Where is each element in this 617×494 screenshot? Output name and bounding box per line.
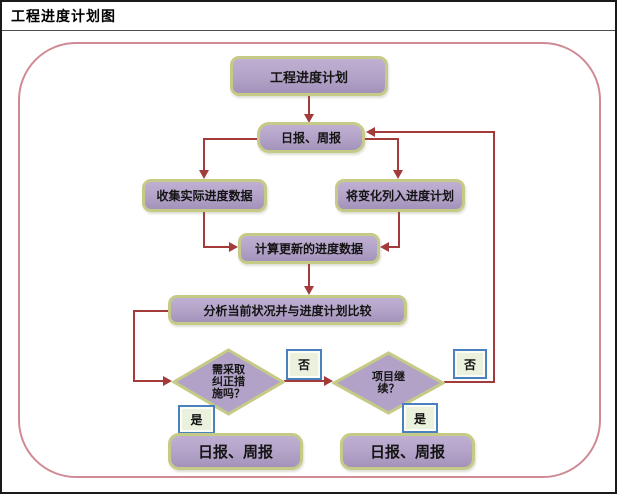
label-no-2: 否 xyxy=(453,349,487,379)
connector-decision2-feedback xyxy=(493,131,495,383)
diamond-shape xyxy=(332,351,445,415)
connector-decision1-to-decision2 xyxy=(284,380,326,382)
decision-continue-text: 项目继 续？ xyxy=(372,370,405,395)
connector-analyze-to-decision1 xyxy=(133,380,165,382)
connector-report-to-change xyxy=(397,138,399,170)
connector-calc-to-analyze xyxy=(308,264,310,287)
connector-change-to-calc xyxy=(389,246,400,248)
arrowhead-left xyxy=(366,127,375,137)
flowchart-canvas: 工程进度计划 日报、周报 收集实际进度数据 将变化列入进度计划 计算更新的进度数… xyxy=(2,31,615,492)
connector-decision2-feedback xyxy=(444,381,495,383)
decision-corrective-text: 需采取 纠正措 施吗？ xyxy=(212,363,245,401)
node-report-top: 日报、周报 xyxy=(257,122,365,153)
label-yes-1: 是 xyxy=(178,405,215,434)
connector-report-to-change xyxy=(365,138,399,140)
arrowhead-down xyxy=(304,286,314,295)
arrowhead-down xyxy=(393,170,403,179)
connector-analyze-to-decision1 xyxy=(133,310,168,312)
connector-change-to-calc xyxy=(398,212,400,248)
node-plan: 工程进度计划 xyxy=(230,56,388,96)
connector-analyze-to-decision1 xyxy=(133,310,135,381)
connector-report-to-collect xyxy=(203,138,259,140)
label-yes-2: 是 xyxy=(402,403,438,433)
connector-plan-to-report xyxy=(308,96,310,115)
label-no-1: 否 xyxy=(286,349,322,380)
node-calc: 计算更新的进度数据 xyxy=(238,233,380,264)
page-title: 工程进度计划图 xyxy=(11,8,116,24)
decision-corrective-action: 需采取 纠正措 施吗？ xyxy=(172,348,285,416)
node-report-left: 日报、周报 xyxy=(168,433,303,470)
arrowhead-down xyxy=(199,170,209,179)
connector-collect-to-calc xyxy=(203,212,205,248)
arrowhead-down xyxy=(304,114,314,123)
arrowhead-left xyxy=(380,242,389,252)
decision-project-continue: 项目继 续？ xyxy=(332,351,445,415)
title-bar: 工程进度计划图 xyxy=(2,2,615,31)
arrowhead-right xyxy=(324,376,333,386)
arrowhead-right xyxy=(163,376,172,386)
outer-frame xyxy=(18,42,601,478)
connector-decision2-feedback xyxy=(375,131,495,133)
node-report-right: 日报、周报 xyxy=(340,433,475,470)
node-collect: 收集实际进度数据 xyxy=(142,179,267,212)
diamond-shape xyxy=(172,348,285,416)
node-analyze: 分析当前状况并与进度计划比较 xyxy=(168,295,407,325)
arrowhead-right xyxy=(229,242,238,252)
connector-collect-to-calc xyxy=(203,246,230,248)
connector-report-to-collect xyxy=(203,138,205,170)
node-change: 将变化列入进度计划 xyxy=(335,179,465,212)
